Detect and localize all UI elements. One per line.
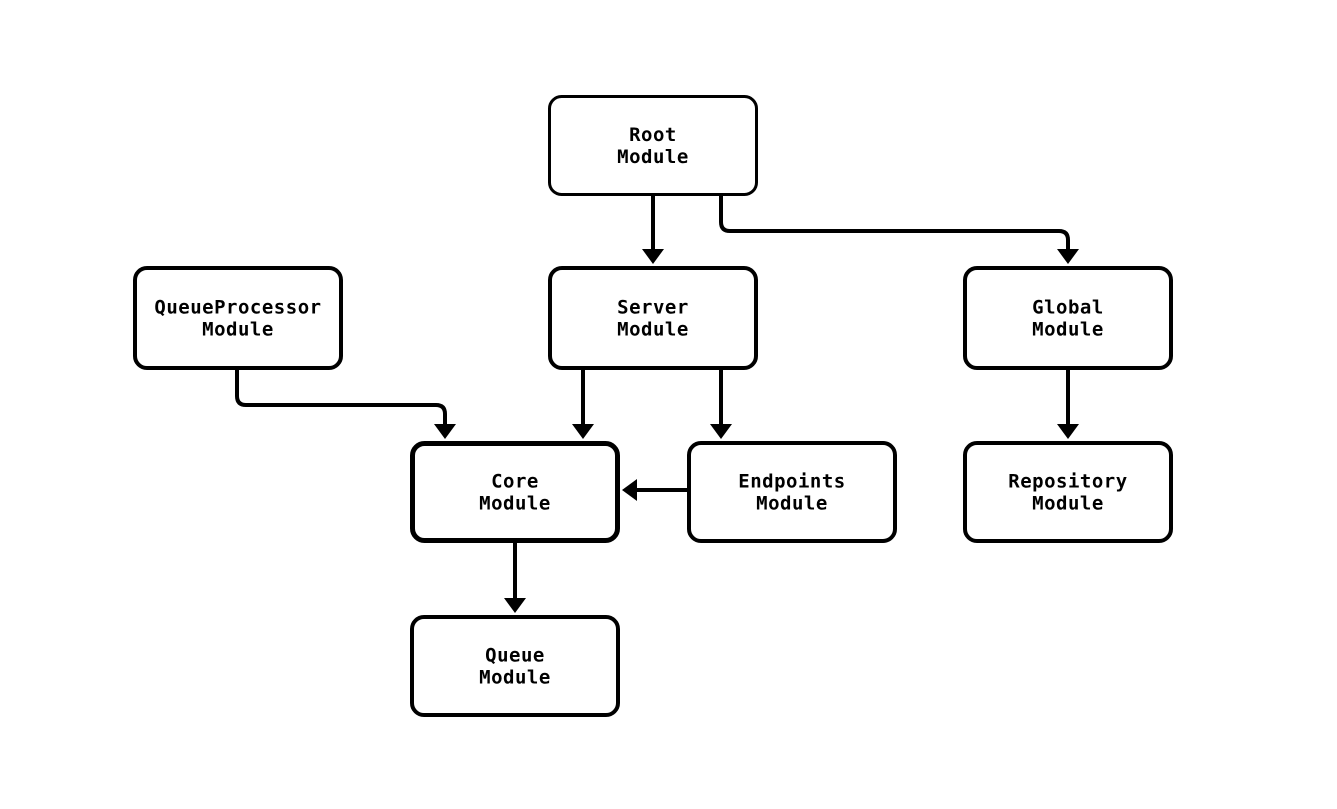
edge-root-to-global-arrowhead-icon: [1057, 249, 1079, 264]
root-module-node-label-line1: Root: [629, 124, 677, 146]
edge-server-to-core: [572, 370, 594, 439]
nodes-layer: RootModuleQueueProcessorModuleServerModu…: [133, 95, 1173, 717]
edge-server-to-endpoints-arrowhead-icon: [710, 424, 732, 439]
queue-module-node-border: [410, 615, 620, 717]
server-module-node-border: [548, 266, 758, 370]
root-module-node-label-line2: Module: [617, 146, 689, 168]
edge-queueprocessor-to-core-arrowhead-icon: [434, 424, 456, 439]
core-module-node-label-line1: Core: [491, 471, 539, 493]
edge-root-to-global-line: [719, 196, 1070, 255]
core-module-node-label-line2: Module: [479, 493, 551, 515]
queueprocessor-module-node-label-line2: Module: [202, 319, 274, 341]
edge-server-to-endpoints: [710, 370, 732, 439]
edge-server-to-core-arrowhead-icon: [572, 424, 594, 439]
endpoints-module-node-label-line1: Endpoints: [738, 471, 845, 493]
root-module-node-border: [548, 95, 758, 196]
global-module-node-border: [963, 266, 1173, 370]
repository-module-node-label-line1: Repository: [1008, 471, 1127, 493]
edge-root-to-global: [719, 196, 1079, 264]
core-module-node-border: [410, 441, 620, 543]
edges-layer: [235, 196, 1079, 613]
edge-endpoints-to-core: [622, 479, 687, 501]
edge-root-to-server: [642, 196, 664, 264]
endpoints-module-node-border: [687, 441, 897, 543]
edge-queueprocessor-to-core-line: [235, 370, 447, 430]
repository-module-node-label-line2: Module: [1032, 493, 1104, 515]
queueprocessor-module-node-border: [133, 266, 343, 370]
edge-global-to-repository-arrowhead-icon: [1057, 424, 1079, 439]
edge-core-to-queue: [504, 543, 526, 613]
edge-queueprocessor-to-core: [235, 370, 456, 439]
edge-core-to-queue-arrowhead-icon: [504, 598, 526, 613]
queueprocessor-module-node-label-line1: QueueProcessor: [154, 297, 321, 319]
queue-module-node-label-line2: Module: [479, 667, 551, 689]
queue-module-node-label-line1: Queue: [485, 645, 545, 667]
repository-module-node-border: [963, 441, 1173, 543]
edge-global-to-repository: [1057, 370, 1079, 439]
global-module-node-label-line2: Module: [1032, 319, 1104, 341]
endpoints-module-node-label-line2: Module: [756, 493, 828, 515]
edge-root-to-server-arrowhead-icon: [642, 249, 664, 264]
server-module-node-label-line2: Module: [617, 319, 689, 341]
edge-endpoints-to-core-arrowhead-icon: [622, 479, 637, 501]
global-module-node-label-line1: Global: [1032, 297, 1104, 319]
server-module-node-label-line1: Server: [617, 297, 689, 319]
